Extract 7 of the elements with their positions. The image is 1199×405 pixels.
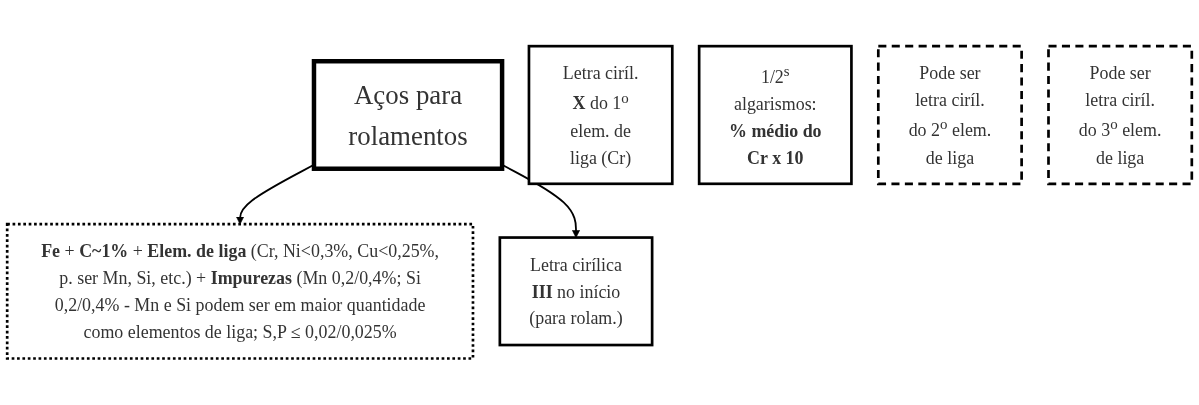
node-box: Fe + C~1% + Elem. de liga (Cr, Ni<0,3%, Cu<0,25%, p. ser Mn, Si, etc.) + Impurezas (Mn 0,2/0,4%; Si 0,2/0,4% - Mn e Si podem ser em maior quantidade como elementos de liga; S,P ≤ 0,02/0,025%	[5, 222, 475, 360]
node-box: Pode ser letra ciríl. do 2$^{o}$ elem. de liga	[876, 45, 1023, 186]
node-box: Aços para rolamentos	[311, 59, 505, 172]
node-box: Letra ciríl. X do 1$^{o}$ elem. de liga (Cr)	[527, 45, 674, 186]
node-box: Letra cirílica III no início (para rolam.)	[498, 236, 654, 347]
node-box: Pode ser letra ciríl. do 3$^{o}$ elem. de liga	[1047, 45, 1194, 186]
node-box: 1/2$^{s}$ algarismos: % médio do Cr x 10	[697, 45, 853, 186]
